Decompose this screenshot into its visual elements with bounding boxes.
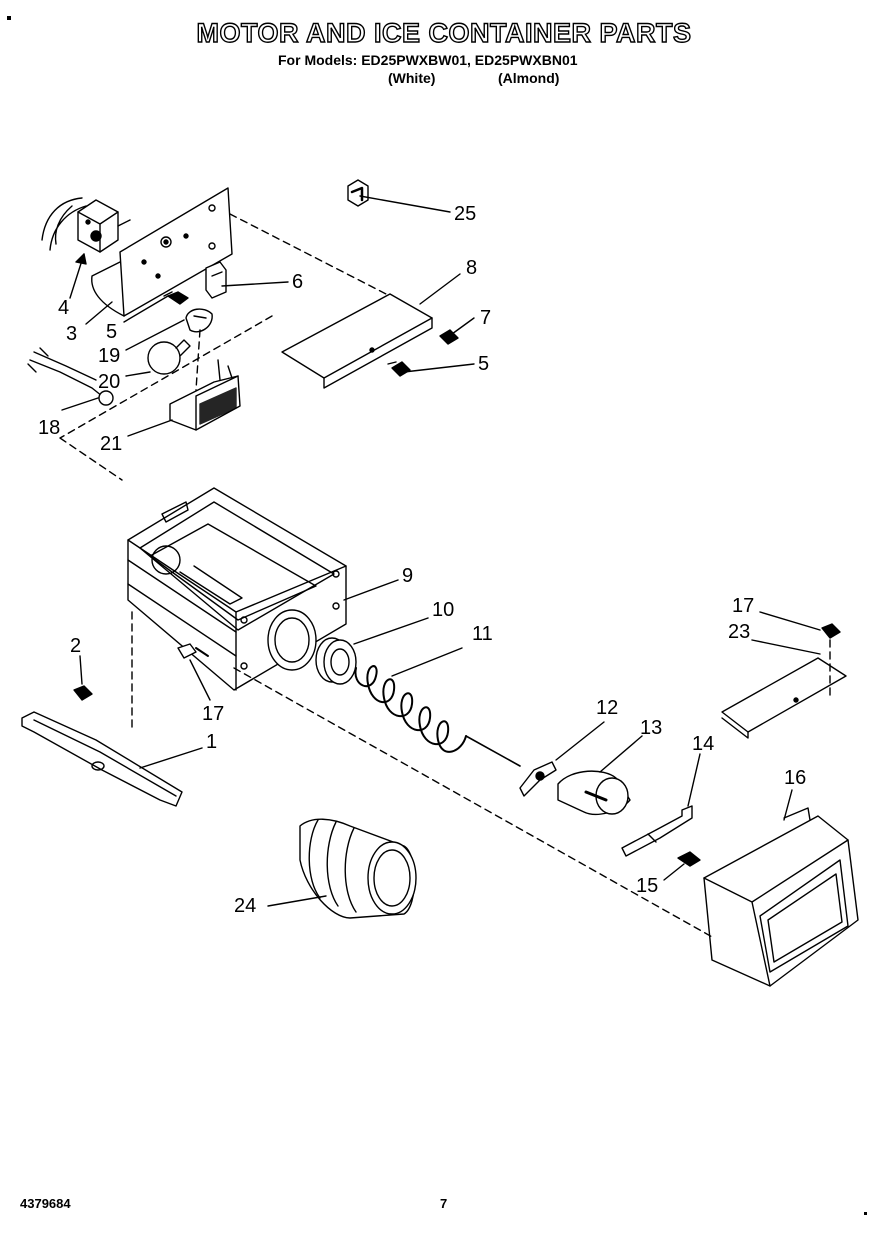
callout-19: 19 [98, 345, 120, 367]
bracket-part-23 [721, 657, 847, 739]
callout-labels: 4 3 5 19 20 18 21 6 25 8 7 5 9 10 11 2 1… [38, 203, 806, 917]
variant-white: (White) [388, 70, 436, 86]
callout-4: 4 [58, 297, 69, 319]
callout-17-left: 17 [202, 703, 224, 725]
motor-wires [41, 197, 87, 251]
blade-part-12 [519, 761, 557, 797]
screw-part-5-lower [387, 361, 411, 377]
callout-1: 1 [206, 731, 217, 753]
nut-part-15 [677, 851, 701, 867]
cover-part-8 [281, 293, 433, 389]
screw-part-2 [73, 685, 93, 701]
callout-9: 9 [402, 565, 413, 587]
ice-container-part-9 [127, 487, 347, 691]
corner-mark-top-left [7, 16, 11, 20]
callout-7: 7 [480, 307, 491, 329]
auger-spring-part-11 [354, 665, 521, 767]
bushing-part-10 [315, 637, 357, 685]
screw-part-17-left [177, 643, 209, 659]
callout-6: 6 [292, 271, 303, 293]
page-number: 7 [440, 1196, 448, 1211]
motor-part-4 [77, 199, 131, 253]
models-line: For Models: ED25PWXBW01, ED25PWXBN01 [278, 52, 578, 68]
lamp-socket-part-19 [185, 308, 213, 333]
callout-leaders [61, 195, 821, 907]
bracket-part-1 [21, 711, 183, 807]
lamp-shield-part-21 [169, 359, 241, 431]
callout-2: 2 [70, 635, 81, 657]
callout-15: 15 [636, 875, 658, 897]
clip-part-25 [347, 179, 369, 207]
callout-25: 25 [454, 203, 476, 225]
callout-5-upper: 5 [106, 321, 117, 343]
callout-10: 10 [432, 599, 454, 621]
mounting-plate-part-3 [91, 187, 233, 317]
variant-almond: (Almond) [498, 70, 560, 86]
callout-12: 12 [596, 697, 618, 719]
callout-14: 14 [692, 733, 714, 755]
callout-23: 23 [728, 621, 750, 643]
bracket-part-6 [205, 261, 227, 299]
callout-17-right: 17 [732, 595, 754, 617]
callout-16: 16 [784, 767, 806, 789]
callout-8: 8 [466, 257, 477, 279]
callout-18: 18 [38, 417, 60, 439]
callout-11: 11 [472, 623, 493, 645]
callout-20: 20 [98, 371, 120, 393]
corner-mark-bottom-right [864, 1212, 867, 1215]
callout-24: 24 [234, 895, 256, 917]
callout-21: 21 [100, 433, 122, 455]
light-bulb-part-20 [147, 339, 191, 375]
part-number: 4379684 [20, 1196, 71, 1211]
callout-3: 3 [66, 323, 77, 345]
housing-part-13 [557, 770, 631, 816]
page-title: MOTOR AND ICE CONTAINER PARTS [196, 17, 692, 48]
screw-part-5-upper [163, 291, 189, 305]
screw-part-17-right [821, 623, 841, 639]
dashed-leader-upper [59, 213, 391, 481]
wire-harness-part-18 [27, 347, 114, 406]
dashed-leader-lower [131, 611, 831, 939]
front-cover-part-16 [703, 807, 859, 987]
ice-bucket-part-24 [299, 818, 417, 919]
callout-13: 13 [640, 717, 662, 739]
bracket-part-14 [621, 805, 693, 857]
callout-5-lower: 5 [478, 353, 489, 375]
